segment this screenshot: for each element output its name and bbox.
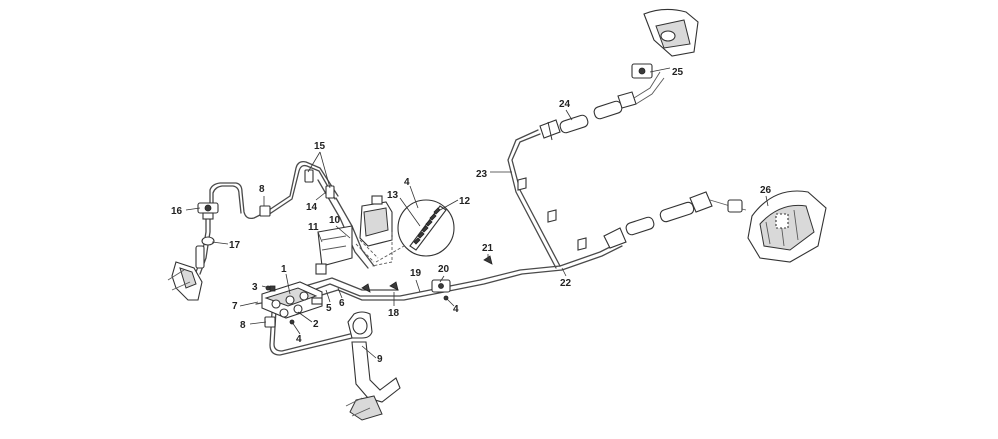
line-clips	[259, 169, 587, 328]
rear-brake-disc-26	[747, 190, 827, 263]
callout-leaders	[185, 67, 769, 359]
callout-22: 22	[560, 278, 572, 289]
rear-hose-assembly	[603, 191, 747, 249]
callout-15: 15	[314, 141, 326, 152]
callout-2: 2	[313, 319, 319, 330]
callout-19: 19	[410, 268, 422, 279]
abs-block-assembly	[261, 281, 323, 325]
callout-13: 13	[387, 190, 399, 201]
callout-7: 7	[232, 301, 238, 312]
callout-26: 26	[760, 185, 772, 196]
callout-14: 14	[306, 202, 318, 213]
callout-4c: 4	[453, 304, 459, 315]
callout-3: 3	[252, 282, 258, 293]
callout-12: 12	[459, 196, 471, 207]
front-left-caliper-assembly	[167, 236, 215, 301]
bracket-and-reservoir	[315, 195, 393, 275]
callout-8b: 8	[240, 320, 246, 331]
callout-11: 11	[308, 222, 319, 233]
callout-17: 17	[229, 240, 241, 251]
callout-10: 10	[329, 215, 341, 226]
callout-8a: 8	[259, 184, 265, 195]
master-cylinder-16	[197, 202, 219, 220]
callout-25: 25	[672, 67, 684, 78]
front-hose-24	[539, 71, 665, 141]
callout-24: 24	[559, 99, 571, 110]
callout-16: 16	[171, 206, 183, 217]
callout-1: 1	[281, 264, 287, 275]
callout-23: 23	[476, 169, 488, 180]
callout-20: 20	[438, 264, 450, 275]
junction-block-20	[431, 279, 451, 301]
callout-4a: 4	[296, 334, 302, 345]
callout-5: 5	[326, 303, 332, 314]
detail-inset-12-13	[375, 199, 455, 263]
callout-18: 18	[388, 308, 400, 319]
callout-labels: 1 2 3 4 4 4 5 6 7 8 8 9 10 11 12 13 14 1…	[171, 67, 772, 365]
rear-brake-pedal-9	[345, 311, 401, 421]
front-brake-disc-25	[631, 8, 699, 79]
callout-21: 21	[482, 243, 494, 254]
callout-6: 6	[339, 298, 345, 309]
callout-9: 9	[377, 354, 383, 365]
callout-4b: 4	[404, 177, 410, 188]
